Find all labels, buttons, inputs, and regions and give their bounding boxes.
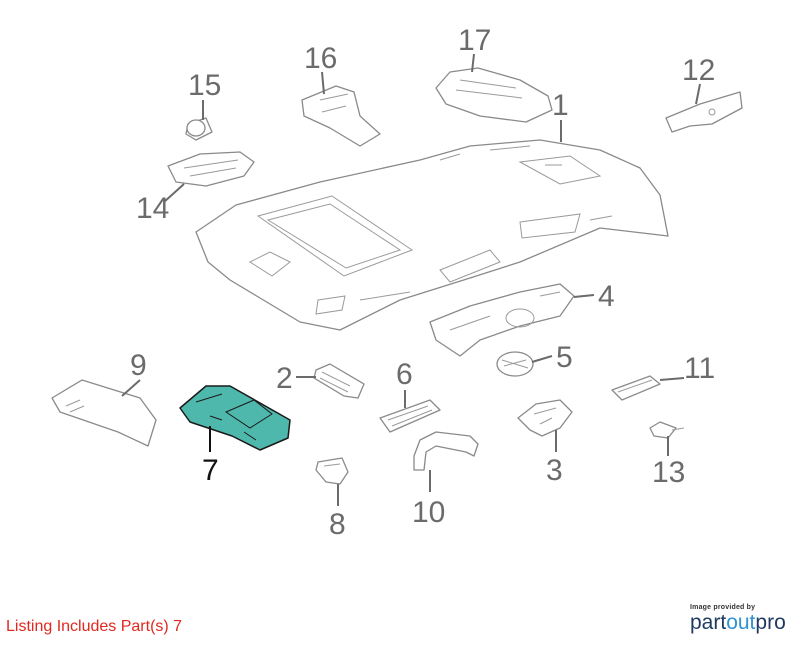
part-number-4[interactable]: 4 bbox=[598, 280, 615, 313]
part-number-13[interactable]: 13 bbox=[652, 456, 685, 489]
part-5-disc-drawing[interactable] bbox=[496, 351, 534, 377]
part-number-5[interactable]: 5 bbox=[556, 341, 573, 374]
leader-11 bbox=[659, 377, 685, 381]
part-number-3[interactable]: 3 bbox=[546, 454, 563, 487]
part-13-bulb-drawing[interactable] bbox=[649, 421, 685, 439]
credit-caption: Image provided by bbox=[690, 604, 756, 611]
part-number-15[interactable]: 15 bbox=[188, 69, 221, 102]
part-12-bracket-drawing[interactable] bbox=[665, 91, 743, 133]
part-number-9[interactable]: 9 bbox=[130, 349, 147, 382]
part-number-10[interactable]: 10 bbox=[412, 496, 445, 529]
part-number-11[interactable]: 11 bbox=[684, 352, 715, 385]
part-number-17[interactable]: 17 bbox=[458, 24, 491, 57]
leader-5 bbox=[531, 355, 553, 363]
partoutpro-credit[interactable]: Image provided by partoutpro bbox=[690, 604, 790, 635]
part-14-dome-lamp-drawing[interactable] bbox=[167, 151, 255, 187]
part-number-6[interactable]: 6 bbox=[396, 358, 413, 391]
part-number-7[interactable]: 7 bbox=[202, 454, 219, 487]
part-3-bracket-drawing[interactable] bbox=[517, 399, 573, 437]
part-number-1[interactable]: 1 bbox=[552, 89, 569, 122]
part-9-sun-visor-drawing[interactable] bbox=[51, 379, 157, 447]
part-number-14[interactable]: 14 bbox=[136, 192, 169, 225]
part-8-visor-mount-drawing[interactable] bbox=[315, 457, 349, 485]
part-16-bracket-drawing[interactable] bbox=[301, 85, 381, 147]
part-7-sun-visor-drawing[interactable] bbox=[179, 385, 291, 451]
part-2-clip-drawing[interactable] bbox=[313, 363, 365, 399]
part-number-8[interactable]: 8 bbox=[329, 508, 346, 541]
part-17-overhead-console-drawing[interactable] bbox=[435, 67, 553, 123]
leader-17 bbox=[471, 53, 475, 73]
partoutpro-logo: partoutpro bbox=[690, 611, 790, 635]
listing-note: Listing Includes Part(s) 7 bbox=[6, 618, 183, 635]
brand-part: part bbox=[690, 611, 727, 634]
brand-pro: pro bbox=[755, 611, 786, 634]
part-4-panel-drawing[interactable] bbox=[429, 283, 575, 357]
part-15-bulb-drawing[interactable] bbox=[185, 117, 213, 141]
part-number-2[interactable]: 2 bbox=[276, 362, 293, 395]
leader-9 bbox=[121, 379, 141, 397]
leader-12 bbox=[695, 83, 701, 105]
leader-4 bbox=[573, 294, 595, 298]
part-number-16[interactable]: 16 bbox=[304, 42, 337, 75]
leader-14 bbox=[163, 183, 185, 203]
part-11-clip-drawing[interactable] bbox=[611, 375, 661, 401]
part-number-12[interactable]: 12 bbox=[682, 54, 715, 87]
brand-out: out bbox=[726, 611, 756, 634]
part-6-grab-handle-base-drawing[interactable] bbox=[379, 399, 441, 433]
leader-16 bbox=[321, 71, 325, 95]
part-1-headliner-drawing[interactable] bbox=[195, 139, 669, 331]
part-10-grab-handle-drawing[interactable] bbox=[413, 431, 479, 471]
